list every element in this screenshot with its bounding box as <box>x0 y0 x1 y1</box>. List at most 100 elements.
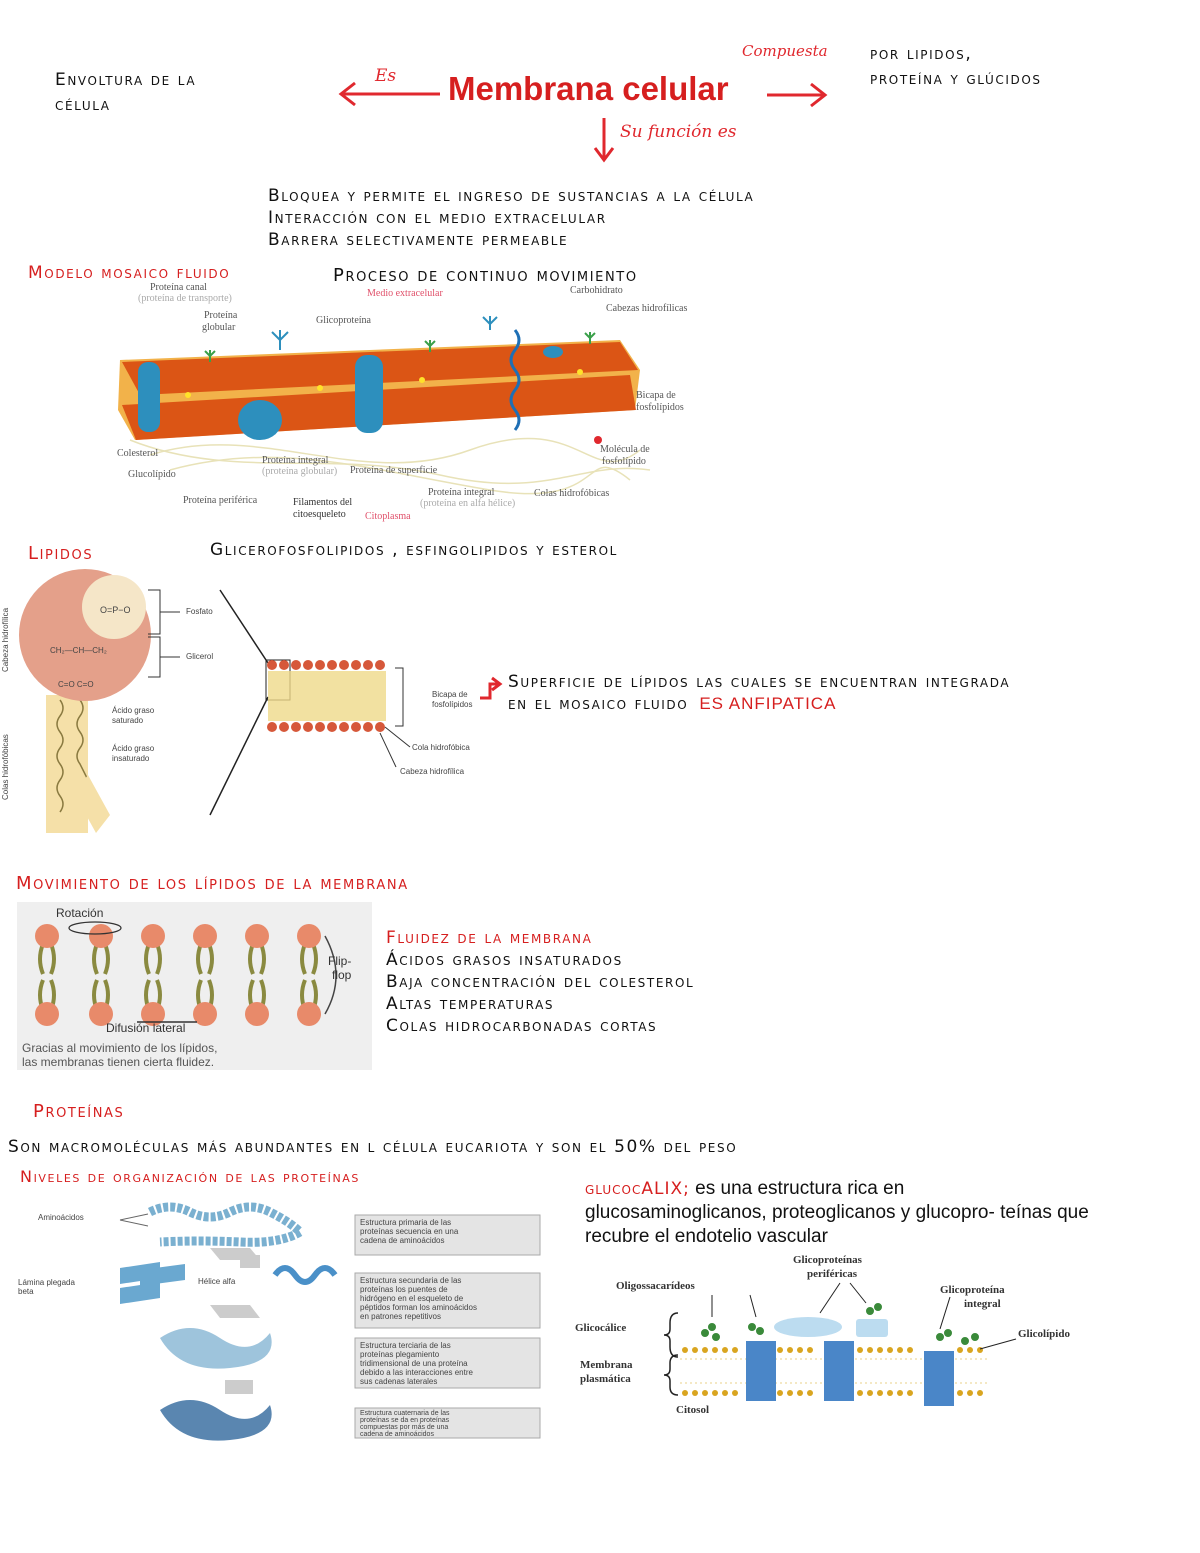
fluidity-item-4: Colas hidrocarbonadas cortas <box>386 1016 658 1036</box>
level-box-4: Estructura cuaternaria de las proteínas … <box>360 1410 450 1438</box>
arrow-left-icon <box>338 81 440 107</box>
label-proteina-globular-2: globular <box>202 322 236 333</box>
svg-text:CH₂—CH—CH₂: CH₂—CH—CH₂ <box>50 646 107 655</box>
glycocalyx-line2: glucosaminoglicanos, proteoglicanos y gl… <box>585 1202 1089 1223</box>
label-medio-extracelular: Medio extracelular <box>367 288 443 299</box>
movement-heading: Movimiento de los lípidos de la membrana <box>16 873 409 894</box>
label-cola-hidrofobica: Cola hidrofóbica <box>412 743 470 752</box>
level-box-3-line5: sus cadenas laterales <box>360 1377 438 1386</box>
label-glicoproteina-integral-1: Glicoproteína <box>940 1284 1005 1296</box>
level-box-3-line3: tridimensional de una proteína <box>360 1359 468 1368</box>
label-colas-hidrofobicas: Colas hidrofóbicas <box>534 488 610 499</box>
svg-text:C=O C=O: C=O C=O <box>58 680 94 689</box>
label-fosfato: Fosfato <box>186 607 213 616</box>
label-bicapa-lipid-1: Bicapa de <box>432 690 468 699</box>
label-lamina-2: beta <box>18 1287 34 1296</box>
level-box-2-line2: proteínas los puentes de <box>360 1285 448 1294</box>
lipids-types: Glicerofosfolipidos , esfingolipidos y e… <box>210 540 618 560</box>
label-proteina-integral-1-sub: (proteína globular) <box>262 466 338 477</box>
label-helice-alfa: Hélice alfa <box>198 1277 236 1286</box>
label-filamentos-2: citoesqueleto <box>293 509 346 520</box>
level-box-3-line2: proteínas plegamiento <box>360 1350 440 1359</box>
level-box-4-line4: cadena de aminoácidos <box>360 1431 434 1438</box>
label-glucolipido: Glucolípido <box>128 469 176 480</box>
level-box-3-line4: debido a las interacciones entre <box>360 1368 473 1377</box>
level-box-1: Estructura primaria de las proteínas sec… <box>360 1218 458 1245</box>
bent-arrow-icon <box>480 676 503 700</box>
label-flipflop-1: Flip- <box>328 954 352 968</box>
label-membrana-2: plasmática <box>580 1373 631 1385</box>
fluidity-item-3: Altas temperaturas <box>386 994 555 1014</box>
label-glicoproteinas-perifericas-1: Glicoproteínas <box>793 1254 862 1266</box>
label-acido-insaturado-2: insaturado <box>112 754 150 763</box>
label-proteina-periferica: Proteína periférica <box>183 495 258 506</box>
level-box-1-line1: Estructura primaria de las <box>360 1218 452 1227</box>
svg-text:O=P−O: O=P−O <box>100 605 131 615</box>
label-molecula-2: fosfolípido <box>602 456 646 467</box>
lipids-note-highlight: ES ANFIPATICA <box>699 694 837 713</box>
label-filamentos-1: Filamentos del <box>293 497 353 508</box>
label-proteina-superficie: Proteína de superficie <box>350 465 438 476</box>
label-colas-hidrofobicas-lipid: Colas hidrofóbicas <box>1 734 10 800</box>
glycocalyx-line3: recubre el endotelio vascular <box>585 1226 828 1247</box>
label-glicolipido: Glicolípido <box>1018 1328 1070 1340</box>
level-box-2: Estructura secundaria de las proteínas l… <box>360 1276 477 1321</box>
label-flipflop-2: flop <box>332 968 352 982</box>
level-box-2-line1: Estructura secundaria de las <box>360 1276 462 1285</box>
level-box-2-line3: hidrógeno en el esqueleto de <box>360 1294 464 1303</box>
arrow-down-label: Su función es <box>620 122 737 142</box>
label-citosol: Citosol <box>676 1404 709 1416</box>
glycocalyx-line1: glucocALIX; es una estructura rica en <box>585 1177 904 1201</box>
label-cabeza-hidrofilica-2: Cabeza hidrofílica <box>400 767 465 776</box>
function-item-1: Bloquea y permite el ingreso de sustanci… <box>268 186 755 206</box>
glycocalyx-text-1: es una estructura rica en <box>689 1178 905 1199</box>
label-oligossacarideos: Oligossacarídeos <box>616 1280 695 1292</box>
level-box-4-line1: Estructura cuaternaria de las <box>360 1410 450 1417</box>
label-proteina-integral-1: Proteína integral <box>262 455 329 466</box>
level-box-4-line3: compuestas por más de una <box>360 1424 449 1431</box>
mosaic-heading: Modelo mosaico fluido <box>28 263 231 283</box>
label-acido-saturado-1: Ácido graso <box>112 706 155 715</box>
level-box-1-line2: proteínas secuencia en una <box>360 1227 459 1236</box>
label-proteina-canal-sub: (proteína de transporte) <box>138 293 232 304</box>
glycocalyx-title: glucocALIX; <box>585 1179 690 1199</box>
arrow-right-icon <box>767 82 828 108</box>
label-glicerol: Glicerol <box>186 652 214 661</box>
label-bicapa-1: Bicapa de <box>636 390 676 401</box>
right-text-line2: proteína y glúcidos <box>870 69 1042 89</box>
membrane-mosaic-illustration <box>118 316 651 495</box>
label-glicoproteina: Glicoproteína <box>316 315 371 326</box>
proteins-summary: Son macromoléculas más abundantes en l c… <box>8 1137 738 1157</box>
label-acido-saturado-2: saturado <box>112 716 144 725</box>
caption-line2: las membranas tienen cierta fluidez. <box>22 1055 215 1069</box>
page-title: Membrana celular <box>448 70 729 107</box>
lipid-movement-illustration <box>35 921 337 1026</box>
label-bicapa-2: fosfolípidos <box>636 402 684 413</box>
glycocalyx-illustration <box>663 1282 1017 1406</box>
lipids-note-text: en el mosaico fluido <box>508 694 689 714</box>
right-text-line1: por lipidos, <box>870 44 973 64</box>
label-proteina-integral-2-sub: (proteína en alfa hélice) <box>420 498 516 509</box>
levels-heading: Niveles de organización de las proteínas <box>20 1167 360 1186</box>
level-box-4-line2: proteínas se da en proteínas <box>360 1417 450 1424</box>
fluidity-item-1: Ácidos grasos insaturados <box>386 950 623 970</box>
label-glicoproteina-integral-2: integral <box>964 1298 1001 1310</box>
label-glicoproteinas-perifericas-2: periféricas <box>807 1268 858 1280</box>
function-item-2: Interacción con el medio extracelular <box>268 208 607 228</box>
label-molecula-1: Molécula de <box>600 444 650 455</box>
label-cabeza-hidrofilica: Cabeza hidrofílica <box>1 607 10 672</box>
phospholipid-illustration: O=P−O CH₂—CH—CH₂ C=O C=O <box>19 569 411 833</box>
label-aminoacidos: Aminoácidos <box>38 1213 84 1222</box>
lipids-note-line2: en el mosaico fluido ES ANFIPATICA <box>508 694 836 714</box>
label-colesterol: Colesterol <box>117 448 159 459</box>
label-bicapa-lipid-2: fosfolípidos <box>432 700 473 709</box>
label-lamina-1: Lámina plegada <box>18 1278 75 1287</box>
label-rotacion: Rotación <box>56 906 104 920</box>
level-box-3: Estructura terciaria de las proteínas pl… <box>360 1341 473 1386</box>
lipids-heading: Lipidos <box>28 543 94 564</box>
protein-levels-illustration <box>119 1202 541 1441</box>
label-acido-insaturado-1: Ácido graso <box>112 744 155 753</box>
arrow-left-label: Es <box>375 66 397 86</box>
left-text-line2: célula <box>55 95 111 115</box>
label-cabezas-hidrofilicas: Cabezas hidrofílicas <box>606 303 688 314</box>
